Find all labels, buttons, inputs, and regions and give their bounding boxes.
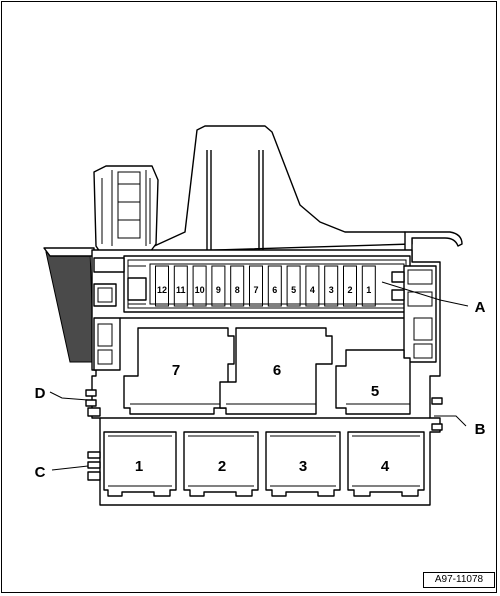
fuse-slot — [267, 265, 282, 307]
fuse-slot — [286, 265, 301, 307]
fuse-number-label: 6 — [272, 285, 277, 295]
top-left-clip — [93, 165, 159, 253]
fuse-strip: 12 11 10 9 8 7 6 5 4 3 2 1 — [123, 255, 411, 313]
relay-1-outline — [103, 431, 177, 497]
side-pins-right — [431, 397, 443, 431]
side-pins-left — [85, 389, 101, 481]
relay-4-label: 4 — [381, 458, 390, 475]
right-interior-details — [391, 265, 437, 363]
callout-c: C — [35, 464, 46, 481]
fuse-slot — [211, 265, 226, 307]
fuse-slots: 12 11 10 9 8 7 6 5 4 3 2 1 — [155, 265, 376, 307]
relay-5-label: 5 — [371, 383, 379, 400]
fuse-number-label: 7 — [253, 285, 258, 295]
figure-code: A97-11078 — [423, 572, 495, 588]
relay-3-label: 3 — [299, 458, 307, 475]
upper-housing — [149, 125, 463, 263]
callout-b: B — [475, 421, 486, 438]
fuse-slot — [192, 265, 207, 307]
relay-2-outline — [183, 431, 259, 497]
fuse-number-label: 2 — [347, 285, 352, 295]
relay-1-label: 1 — [135, 458, 143, 475]
relay-6-label: 6 — [273, 362, 281, 379]
relay-2-label: 2 — [218, 458, 226, 475]
fuse-slot — [305, 265, 320, 307]
left-interior-details — [93, 257, 125, 371]
fuse-number-label: 1 — [366, 285, 371, 295]
fuse-number-label: 9 — [216, 285, 221, 295]
callout-d: D — [35, 385, 46, 402]
fuse-number-label: 5 — [291, 285, 296, 295]
relay-7-outline — [123, 327, 235, 415]
fuse-slot — [155, 265, 169, 307]
left-bracket — [43, 247, 95, 363]
fuse-slot — [343, 265, 357, 307]
fuse-number-label: 4 — [310, 285, 315, 295]
fuse-slot — [324, 265, 339, 307]
fuse-number-label: 8 — [235, 285, 240, 295]
relay-3-outline — [265, 431, 341, 497]
fuse-number-label: 3 — [329, 285, 334, 295]
relay-4-outline — [347, 431, 425, 497]
fuse-slot — [173, 265, 188, 307]
fuse-slot — [230, 265, 245, 307]
fuse-number-label: 12 — [157, 285, 167, 295]
relay-5-outline — [335, 349, 411, 415]
fuse-number-label: 10 — [195, 285, 205, 295]
callout-a: A — [475, 299, 486, 316]
fuse-number-label: 11 — [176, 285, 186, 295]
relay-7-label: 7 — [172, 362, 180, 379]
fuse-slot — [361, 265, 376, 307]
relay-6-outline — [219, 327, 333, 415]
leader-lines — [49, 281, 469, 471]
fuse-slot — [249, 265, 263, 307]
